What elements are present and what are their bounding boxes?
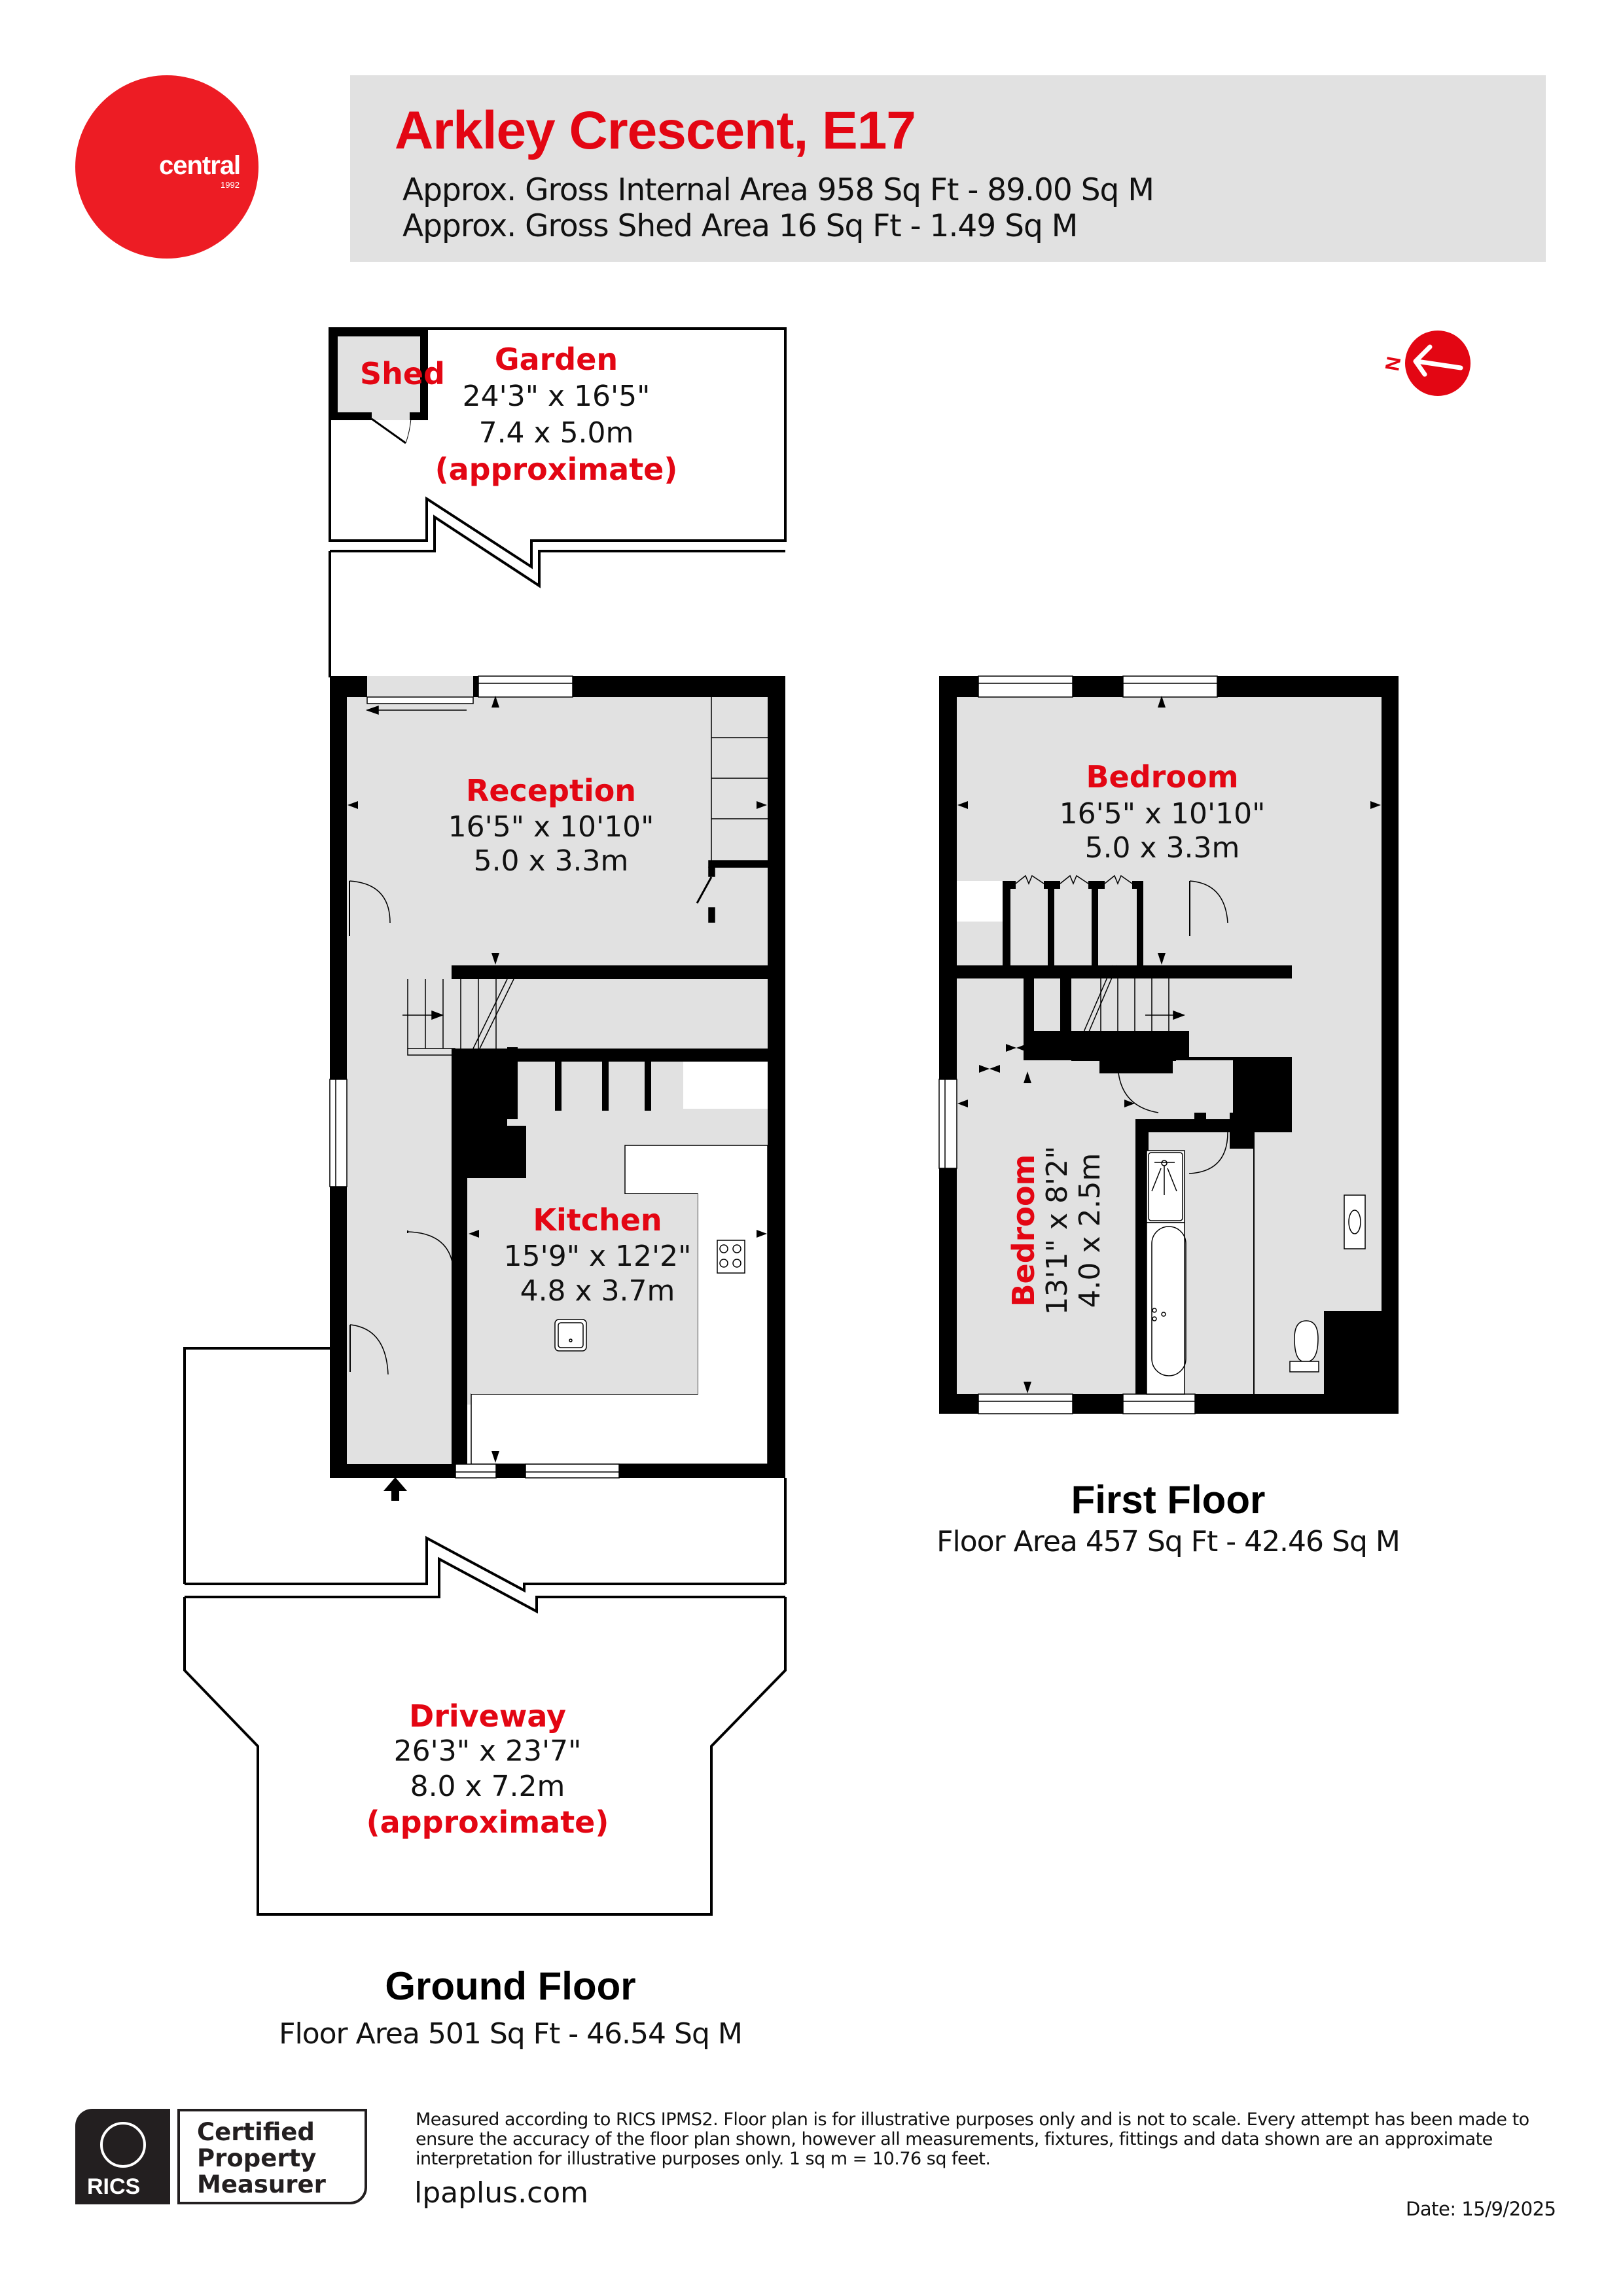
website-link[interactable]: lpaplus.com <box>414 2176 589 2210</box>
gross-internal-area: Approx. Gross Internal Area 958 Sq Ft - … <box>402 172 1154 208</box>
hob-icon <box>717 1240 745 1274</box>
first-floor-wardrobes <box>1003 881 1143 966</box>
certified-line-3: Measurer <box>197 2170 326 2198</box>
rics-logo: RICS <box>75 2109 170 2204</box>
brand-logo: central 1992 <box>75 75 259 259</box>
entrance-arrow-icon <box>383 1477 407 1501</box>
first-floor-title: First Floor <box>1071 1478 1266 1522</box>
svg-text:26'3" x 23'7": 26'3" x 23'7" <box>394 1734 582 1768</box>
shower-icon <box>1146 1150 1185 1223</box>
svg-text:Garden: Garden <box>495 342 618 377</box>
svg-text:Bedroom: Bedroom <box>1086 759 1238 795</box>
ground-doors <box>349 880 454 1375</box>
svg-text:(approximate): (approximate) <box>435 452 678 487</box>
brand-name: central <box>159 151 241 180</box>
certified-line-2: Property <box>197 2144 317 2172</box>
brand-year: 1992 <box>221 180 240 190</box>
header-panel: Arkley Crescent, E17 Approx. Gross Inter… <box>350 75 1546 262</box>
svg-text:24'3" x 16'5": 24'3" x 16'5" <box>463 380 651 413</box>
first-floor-windows <box>938 675 1218 1414</box>
sink-icon <box>554 1319 587 1352</box>
kitchen-worktops <box>467 1145 768 1465</box>
disclaimer-text: Measured according to RICS IPMS2. Floor … <box>416 2109 1529 2169</box>
svg-text:Bedroom: Bedroom <box>1006 1154 1041 1306</box>
svg-text:Shed: Shed <box>360 356 445 391</box>
ground-floor-area: Floor Area 501 Sq Ft - 46.54 Sq M <box>279 2017 743 2051</box>
shed <box>330 329 428 444</box>
plan-date: Date: 15/9/2025 <box>1406 2198 1556 2220</box>
dimension-markers <box>348 696 767 1463</box>
ground-floor-title: Ground Floor <box>385 1964 636 2008</box>
reception-storage <box>696 697 768 923</box>
wardrobe-doors <box>1015 874 1133 885</box>
svg-text:7.4 x 5.0m: 7.4 x 5.0m <box>479 416 634 450</box>
north-arrow-icon: N <box>1380 331 1471 396</box>
certified-line-1: Certified <box>197 2118 315 2146</box>
gross-shed-area: Approx. Gross Shed Area 16 Sq Ft - 1.49 … <box>402 208 1078 244</box>
svg-text:13'1" x 8'2": 13'1" x 8'2" <box>1041 1146 1074 1316</box>
kitchen-cupboards <box>507 1047 768 1119</box>
room-label-shed: Shed <box>360 356 445 391</box>
certified-measurer-box: Certified Property Measurer <box>177 2109 367 2204</box>
lion-icon <box>100 2122 146 2168</box>
svg-text:(approximate): (approximate) <box>366 1804 609 1840</box>
rics-certified-badge: RICS Certified Property Measurer <box>75 2109 368 2204</box>
compass-label: N <box>1380 355 1404 372</box>
room-label-garden: Garden 24'3" x 16'5" 7.4 x 5.0m (approxi… <box>435 342 678 487</box>
kitchen-windows <box>455 1463 620 1479</box>
rics-label: RICS <box>87 2174 141 2199</box>
property-title: Arkley Crescent, E17 <box>395 101 916 160</box>
svg-text:8.0 x 7.2m: 8.0 x 7.2m <box>410 1770 565 1803</box>
room-label-bedroom-2: Bedroom 13'1" x 8'2" 4.0 x 2.5m <box>1006 1146 1107 1316</box>
svg-text:Driveway: Driveway <box>409 1698 566 1734</box>
room-label-reception: Reception 16'5" x 10'10" 5.0 x 3.3m <box>448 773 654 878</box>
ground-stairs <box>402 978 514 1056</box>
svg-text:Kitchen: Kitchen <box>533 1202 662 1238</box>
driveway-outline <box>183 1347 787 1916</box>
svg-text:16'5" x 10'10": 16'5" x 10'10" <box>448 810 654 844</box>
garden-outline <box>329 327 787 677</box>
svg-text:5.0 x 3.3m: 5.0 x 3.3m <box>474 844 629 878</box>
toilet-icon <box>1289 1320 1319 1372</box>
reception-windows <box>365 675 573 715</box>
hall-window <box>329 1079 348 1187</box>
bath-icon <box>1146 1222 1186 1395</box>
svg-text:5.0 x 3.3m: 5.0 x 3.3m <box>1085 831 1240 865</box>
first-floor-stairs <box>1078 965 1186 1052</box>
svg-text:Reception: Reception <box>466 773 636 808</box>
dimension-markers-ff <box>957 696 1381 1393</box>
svg-text:16'5" x 10'10": 16'5" x 10'10" <box>1060 797 1266 831</box>
basin-icon <box>1344 1194 1366 1249</box>
svg-text:4.8 x 3.7m: 4.8 x 3.7m <box>520 1274 675 1308</box>
first-floor-internal-walls <box>1060 965 1247 1394</box>
first-floor-area: Floor Area 457 Sq Ft - 42.46 Sq M <box>936 1525 1400 1558</box>
svg-text:15'9" x 12'2": 15'9" x 12'2" <box>504 1240 692 1273</box>
svg-text:4.0 x 2.5m: 4.0 x 2.5m <box>1073 1153 1107 1308</box>
room-label-bedroom-1: Bedroom 16'5" x 10'10" 5.0 x 3.3m <box>1060 759 1266 865</box>
room-label-kitchen: Kitchen 15'9" x 12'2" 4.8 x 3.7m <box>504 1202 692 1308</box>
room-label-driveway: Driveway 26'3" x 23'7" 8.0 x 7.2m (appro… <box>366 1698 609 1840</box>
